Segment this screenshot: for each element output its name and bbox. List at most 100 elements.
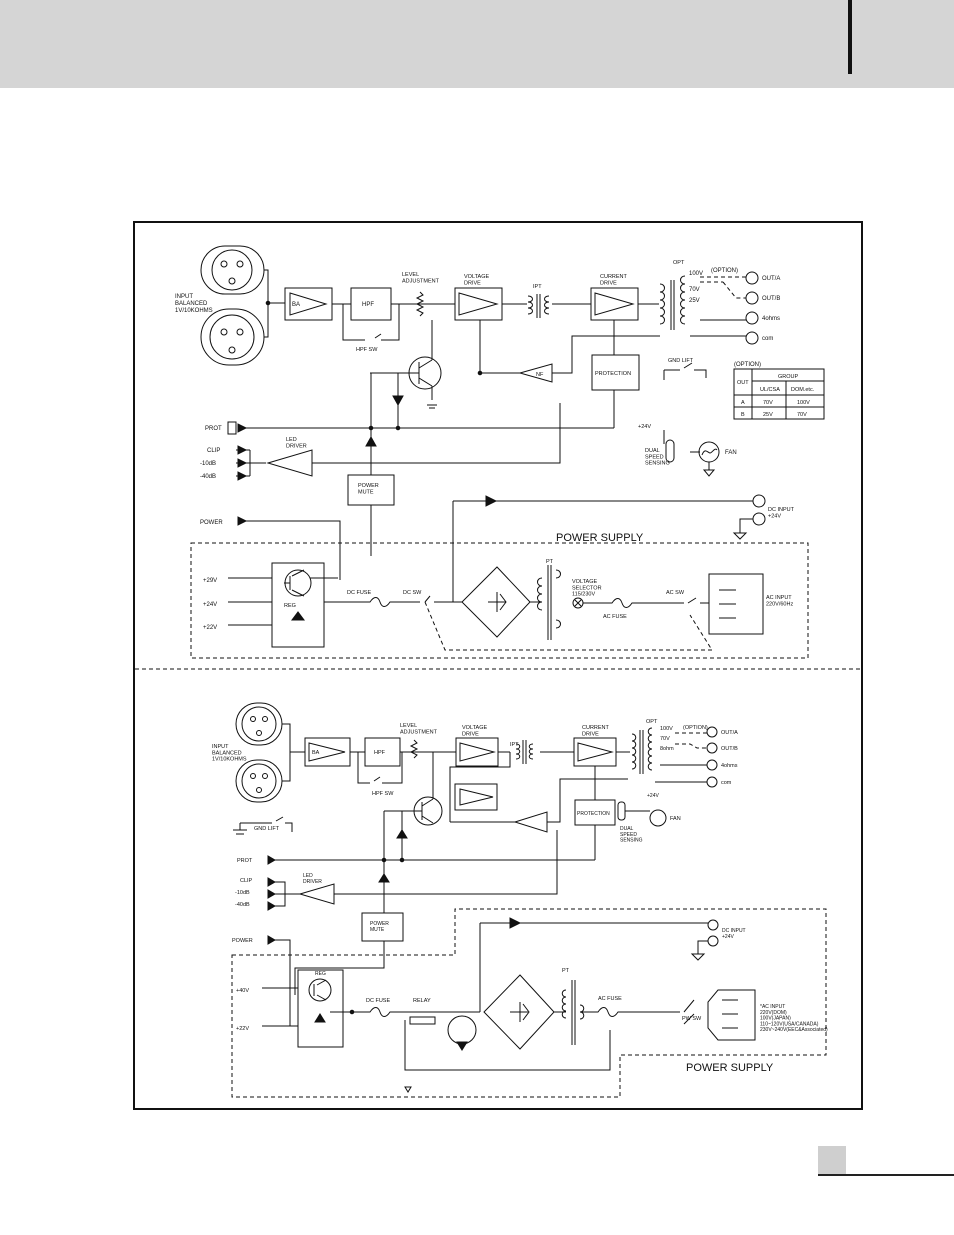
out-b-terminal-b <box>706 742 718 754</box>
tap-70v: 70V <box>689 287 700 293</box>
hpf-label: HPF <box>362 302 374 308</box>
relay-transistor <box>447 1015 477 1045</box>
xlr-input-bottom-b <box>235 759 283 803</box>
dc-input-label-b: DC INPUT+24V <box>722 928 746 940</box>
relay-coil <box>409 1016 436 1025</box>
protection-label-b: PROTECTION <box>577 811 610 817</box>
v29-label: +29V <box>203 578 217 584</box>
regulator-block-b <box>297 969 344 1048</box>
dc-sw-label: DC SW <box>403 590 422 596</box>
relay-label: RELAY <box>413 998 431 1004</box>
opt-label-b: OPT <box>646 719 658 725</box>
hpf-sw-label: HPF SW <box>356 347 378 353</box>
option-label-b: (OPTION) <box>683 725 708 731</box>
ipt-transformer <box>527 294 550 318</box>
option-table-col1: UL/CSA <box>760 387 780 393</box>
power-supply-title-a: POWER SUPPLY <box>556 532 644 544</box>
tap-100v: 100V <box>689 271 703 277</box>
voltage-drive-block <box>454 287 503 321</box>
option-table-row-a-c1: 70V <box>763 400 773 406</box>
feedback-amp-block-b <box>454 783 498 811</box>
ba-label: BA <box>292 302 300 308</box>
option-table-row-b-c1: 25V <box>763 412 773 418</box>
v22-label: +22V <box>203 625 217 631</box>
option-table-group: GROUP <box>778 374 799 380</box>
led-driver-amp-b <box>298 883 335 905</box>
nf-label: NF <box>536 372 544 378</box>
option-table-out: OUT <box>737 380 749 386</box>
tap-8ohm-b: 8ohm <box>660 746 674 752</box>
com-label-b: com <box>721 780 732 786</box>
tap-25v: 25V <box>689 298 700 304</box>
ipt-label: IPT <box>533 284 542 290</box>
out-a-terminal-b <box>706 726 718 738</box>
clip-label-b: CLIP <box>240 878 253 884</box>
option-label: (OPTION) <box>711 268 738 274</box>
dc-input-ground-terminal-b <box>707 935 719 947</box>
ba-label-b: BA <box>312 750 320 756</box>
pt-label-b: PT <box>562 968 570 974</box>
fan-label: FAN <box>725 450 737 456</box>
clip-label: CLIP <box>207 448 220 454</box>
current-drive-block <box>590 287 639 321</box>
power-supply-box-b <box>231 908 827 1098</box>
diagram-frame <box>133 221 863 1110</box>
ac-fuse-label-b: AC FUSE <box>598 996 622 1002</box>
reg-label: REG <box>284 603 296 609</box>
protection-label: PROTECTION <box>595 371 631 377</box>
diode-led-b <box>378 873 390 883</box>
ipt-transformer-b <box>515 740 534 764</box>
hpf-label-b: HPF <box>374 750 386 756</box>
dc-input-label: DC INPUT+24V <box>768 507 795 519</box>
footer-rule <box>818 1174 954 1176</box>
protection-block <box>591 354 640 391</box>
option-table-row-a-out: A <box>741 400 745 406</box>
hpf-sw-label-b: HPF SW <box>372 791 394 797</box>
power-supply-title-b: POWER SUPPLY <box>686 1062 774 1074</box>
power-mute-block <box>347 474 395 506</box>
out-b-terminal <box>745 291 759 305</box>
ba-block <box>284 287 333 321</box>
com-label: com <box>762 336 773 342</box>
header-tab-marker <box>848 0 852 74</box>
ac-sw-label: AC SW <box>666 590 685 596</box>
4ohms-label: 4ohms <box>762 316 780 322</box>
tap-100v-b: 100V <box>660 726 673 732</box>
plus24v-label: +24V <box>638 424 651 430</box>
led-driver-amp <box>266 449 313 477</box>
dc-input-terminal-b <box>707 919 719 931</box>
page-header-band <box>0 0 954 88</box>
com-terminal <box>745 331 759 345</box>
pt-label-a: PT <box>546 559 554 565</box>
level-potentiometer-b <box>409 739 419 759</box>
out-b-label: OUT/B <box>762 296 780 302</box>
option-table-row-b-c2: 70V <box>797 412 807 418</box>
page-number-box <box>818 1146 846 1174</box>
out-a-label-b: OUT/A <box>721 730 738 736</box>
xlr-input-top-b <box>235 702 283 746</box>
regulator-block <box>271 562 325 648</box>
nf-amp-b <box>513 811 548 833</box>
xlr-input-bottom <box>200 308 265 366</box>
level-potentiometer <box>415 291 425 317</box>
out-b-label-b: OUT/B <box>721 746 738 752</box>
prot-led <box>227 421 237 435</box>
dc-fuse-label: DC FUSE <box>347 590 371 596</box>
dc-input-terminal <box>752 494 766 508</box>
dc-fuse-label-b: DC FUSE <box>366 998 390 1004</box>
fan-icon-b <box>649 809 667 827</box>
4ohms-terminal <box>745 311 759 325</box>
prot-label-b: PROT <box>237 858 253 864</box>
